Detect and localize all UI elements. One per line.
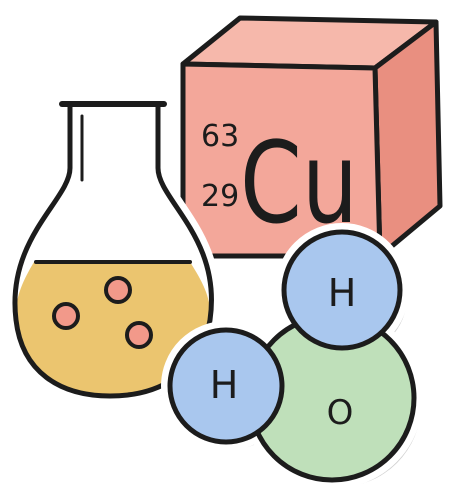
- hydrogen-left-label: H: [210, 363, 239, 407]
- erlenmeyer-flask: [5, 95, 221, 405]
- atomic-number: 29: [201, 179, 239, 214]
- bubble: [52, 302, 80, 330]
- flask-outline: [12, 101, 214, 399]
- hydrogen-top-label: H: [328, 271, 357, 315]
- mass-number: 63: [201, 119, 239, 154]
- hydrogen-atom-top: [281, 229, 403, 351]
- bubble: [125, 321, 153, 349]
- oxygen-label: O: [327, 393, 354, 433]
- hydrogen-atom-left: [167, 327, 285, 445]
- flask-liquid: [15, 262, 211, 396]
- bubble: [104, 276, 132, 304]
- water-molecule: H H O: [161, 223, 423, 489]
- copper-element-cube: 63 29 Cu: [174, 9, 449, 265]
